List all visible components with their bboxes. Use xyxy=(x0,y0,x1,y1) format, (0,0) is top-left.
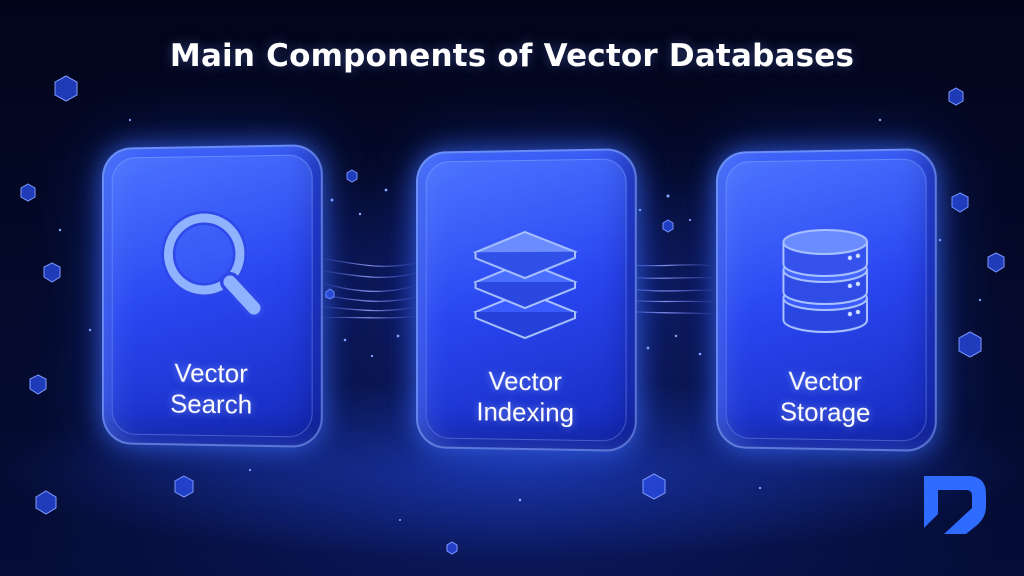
vector-search-card: Vector Search xyxy=(102,144,323,448)
vector-indexing-label-line1: Vector xyxy=(416,365,637,398)
database-cylinder-icon xyxy=(751,199,900,340)
stacked-layers-icon xyxy=(451,199,600,340)
magnifying-glass-icon xyxy=(137,195,286,336)
vector-indexing-card: Vector Indexing xyxy=(416,148,637,452)
vector-search-label: Vector Search xyxy=(102,357,323,421)
vector-search-label-line1: Vector xyxy=(102,357,323,390)
vector-indexing-label-line2: Indexing xyxy=(416,396,637,430)
vector-storage-card: Vector Storage xyxy=(716,148,937,452)
diagram-title: Main Components of Vector Databases xyxy=(0,38,1024,74)
data-stream-left xyxy=(318,258,420,318)
brand-logo-icon xyxy=(922,474,988,536)
vector-storage-label-line2: Storage xyxy=(716,396,937,430)
vector-indexing-label: Vector Indexing xyxy=(416,365,637,430)
vector-storage-label: Vector Storage xyxy=(716,365,937,430)
vector-search-label-line2: Search xyxy=(102,388,323,422)
vector-storage-label-line1: Vector xyxy=(716,365,937,398)
